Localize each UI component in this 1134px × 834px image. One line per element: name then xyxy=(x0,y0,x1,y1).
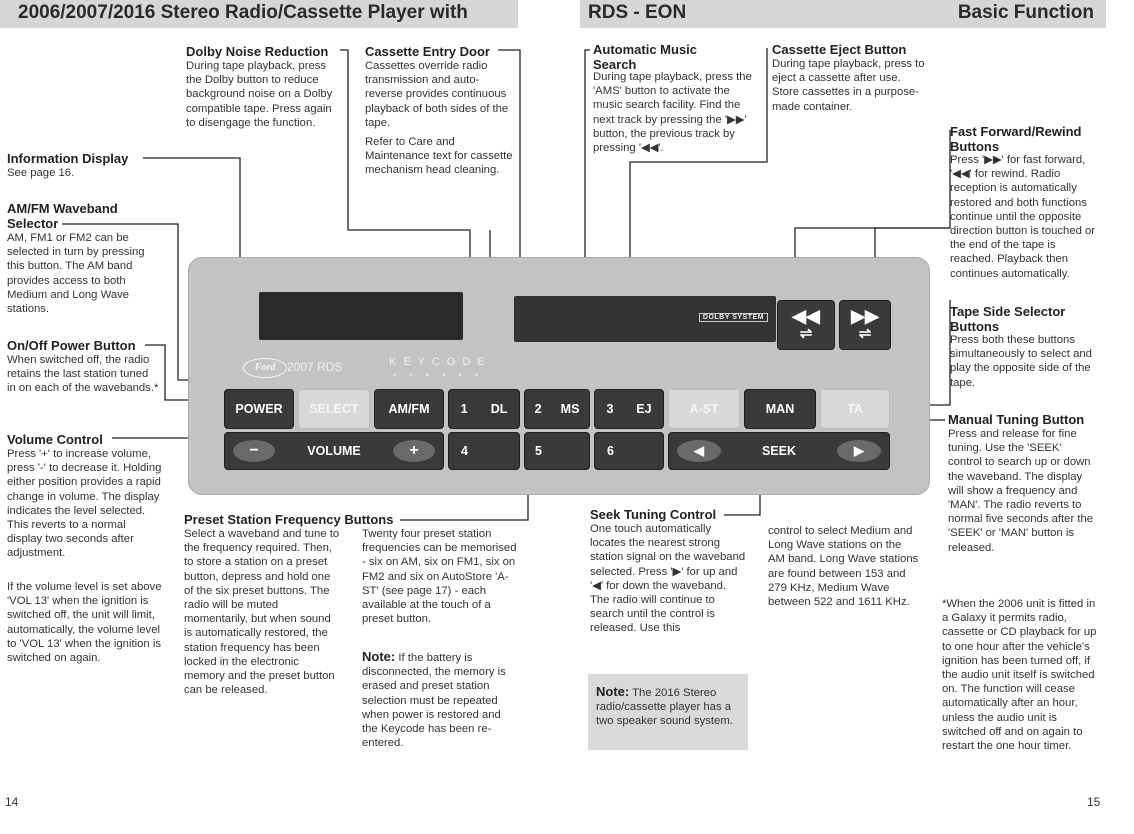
volume-down-button[interactable]: − xyxy=(233,440,275,462)
side-select-icon-2: ⇌ xyxy=(858,325,872,342)
dolby-title: Dolby Noise Reduction xyxy=(186,44,329,59)
header-right-title: Basic Function xyxy=(957,2,1094,23)
preset-col2: Twenty four preset station frequencies c… xyxy=(362,528,517,626)
seek-title: Seek Tuning Control xyxy=(590,507,717,522)
preset-1-function: DL xyxy=(490,402,508,416)
info-display-title: Information Display xyxy=(7,151,129,166)
select-button[interactable]: SELECT xyxy=(298,389,370,429)
preset-title: Preset Station Frequency Buttons xyxy=(184,512,394,527)
preset-3-function: EJ xyxy=(636,402,652,416)
tape-side-body: Press both these buttons simultaneously … xyxy=(950,334,1092,389)
preset-note-label: Note: xyxy=(362,649,396,664)
page-number-right: 15 xyxy=(1087,795,1101,809)
cassette-door-body: Cassettes override radio transmission an… xyxy=(365,60,509,129)
note-2016-box xyxy=(588,674,748,750)
eject-title: Cassette Eject Button xyxy=(772,42,907,57)
volume-control-body-2: If the volume level is set above 'VOL 13… xyxy=(7,581,162,665)
cassette-door-body-2: Refer to Care and Maintenance text for c… xyxy=(365,136,513,177)
brand-logo: Ford xyxy=(243,358,287,378)
preset-6-button[interactable]: 6 xyxy=(594,432,664,470)
dolby-body: During tape playback, press the Dolby bu… xyxy=(186,60,333,129)
keycode-dots: ● ● ● ● ● ● xyxy=(393,372,485,378)
note-2016-label: Note: xyxy=(596,684,630,699)
manual-tuning-title: Manual Tuning Button xyxy=(948,412,1085,427)
manual-tuning-body: Press and release for fine tuning. Use t… xyxy=(948,428,1094,554)
preset-2-button[interactable]: 2 MS xyxy=(524,389,590,429)
ams-body: During tape playback, press the 'AMS' bu… xyxy=(593,71,752,155)
power-button-title: On/Off Power Button xyxy=(7,338,136,353)
fast-forward-icon: ▶▶ xyxy=(851,306,879,326)
information-display xyxy=(259,292,463,340)
cassette-entry-door: DOLBY SYSTEM xyxy=(514,296,776,342)
preset-note-body: If the battery is disconnected, the memo… xyxy=(362,652,506,750)
header-mid-title: RDS - EON xyxy=(588,2,687,23)
seek-up-button[interactable]: ▶ xyxy=(836,440,881,462)
seek-down-button[interactable]: ◀ xyxy=(677,440,721,462)
fast-forward-button[interactable]: ▶▶ ⇌ xyxy=(839,300,891,350)
info-display-body: See page 16. xyxy=(7,167,75,179)
header-bar-left: 2006/2007/2016 Stereo Radio/Cassette Pla… xyxy=(0,0,518,28)
volume-control-body: Press '+' to increase volume, press '-' … xyxy=(7,448,162,560)
amfm-selector-body: AM, FM1 or FM2 can be selected in turn b… xyxy=(7,232,145,316)
preset-5-button[interactable]: 5 xyxy=(524,432,590,470)
preset-3-button[interactable]: 3 EJ xyxy=(594,389,664,429)
preset-note: Note: If the battery is disconnected, th… xyxy=(362,649,510,750)
amfm-button[interactable]: AM/FM xyxy=(374,389,444,429)
tape-side-title: Tape Side Selector Buttons xyxy=(950,304,1066,334)
preset-3-number: 3 xyxy=(606,402,614,416)
rewind-button[interactable]: ◀◀ ⇌ xyxy=(777,300,835,350)
autostore-button[interactable]: A-ST xyxy=(668,389,740,429)
preset-1-button[interactable]: 1 DL xyxy=(448,389,520,429)
note-2016-body: The 2016 Stereo radio/cassette player ha… xyxy=(596,687,733,728)
model-label: 2007 RDS xyxy=(287,360,343,374)
preset-2-number: 2 xyxy=(534,402,542,416)
preset-col1: Select a waveband and tune to the freque… xyxy=(184,528,340,697)
preset-1-number: 1 xyxy=(460,402,468,416)
ffrew-body: Press '▶▶' for fast forward, '◀◀' for re… xyxy=(950,154,1096,280)
seek-label: SEEK xyxy=(761,444,797,458)
header-bar-right: RDS - EON Basic Function xyxy=(580,0,1106,28)
amfm-selector-title: AM/FM Waveband Selector xyxy=(7,201,118,231)
power-button[interactable]: POWER xyxy=(224,389,294,429)
ams-title: Automatic Music Search xyxy=(593,42,698,72)
seek-control[interactable]: ◀ SEEK ▶ xyxy=(668,432,890,470)
page-number-left: 14 xyxy=(5,795,19,809)
preset-2-function: MS xyxy=(560,402,580,416)
side-select-icon: ⇌ xyxy=(799,325,813,342)
footnote: *When the 2006 unit is fitted in a Galax… xyxy=(942,598,1097,753)
power-button-body: When switched off, the radio retains the… xyxy=(7,354,159,395)
volume-label: VOLUME xyxy=(307,444,361,458)
preset-4-button[interactable]: 4 xyxy=(448,432,520,470)
ffrew-title: Fast Forward/Rewind Buttons xyxy=(950,124,1082,154)
seek-col1: One touch automatically locates the near… xyxy=(590,523,746,635)
eject-body: During tape playback, press to eject a c… xyxy=(772,58,925,113)
keycode-label: K E Y C O D E xyxy=(389,356,487,368)
volume-control[interactable]: − VOLUME + xyxy=(224,432,444,470)
cassette-door-title: Cassette Entry Door xyxy=(365,44,490,59)
rewind-icon: ◀◀ xyxy=(792,306,820,326)
manual-tuning-button[interactable]: MAN xyxy=(744,389,816,429)
radio-faceplate: DOLBY SYSTEM ◀◀ ⇌ ▶▶ ⇌ Ford 2007 RDS K E… xyxy=(188,257,930,495)
volume-control-title: Volume Control xyxy=(7,432,103,447)
seek-col2: control to select Medium and Long Wave s… xyxy=(768,525,919,609)
volume-up-button[interactable]: + xyxy=(392,440,435,462)
note-2016: Note: The 2016 Stereo radio/cassette pla… xyxy=(596,684,736,729)
header-left-title: 2006/2007/2016 Stereo Radio/Cassette Pla… xyxy=(18,2,468,23)
ta-button[interactable]: TA xyxy=(820,389,890,429)
dolby-system-logo: DOLBY SYSTEM xyxy=(698,313,768,322)
